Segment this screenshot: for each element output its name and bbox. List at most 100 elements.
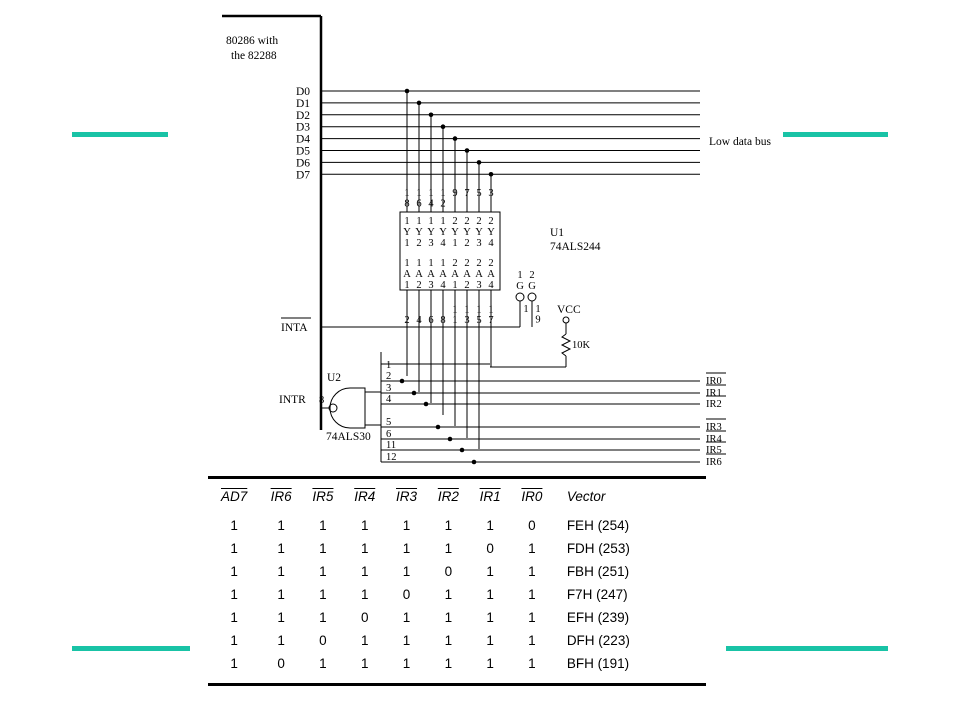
inta-label: INTA bbox=[281, 322, 308, 334]
u1-y-label: Y bbox=[415, 227, 423, 238]
u2-output-pin: 8 bbox=[319, 395, 324, 406]
u1-a-label: 4 bbox=[440, 280, 446, 291]
table-cell: 1 bbox=[230, 633, 238, 648]
intr-label: INTR bbox=[279, 394, 306, 406]
table-cell: 1 bbox=[277, 610, 285, 625]
u1-a-label: 1 bbox=[416, 258, 421, 269]
table-cell: 1 bbox=[230, 518, 238, 533]
table-cell: EFH (239) bbox=[566, 610, 630, 625]
u1-a-label: 2 bbox=[416, 280, 421, 291]
table-cell: 1 bbox=[360, 587, 369, 602]
table-cell: 1 bbox=[402, 610, 411, 625]
u1-g-pin: 9 bbox=[535, 315, 540, 326]
u1-a-label: 1 bbox=[404, 280, 409, 291]
table-cell: 1 bbox=[277, 564, 285, 579]
resistor-label: 10K bbox=[572, 340, 591, 351]
u1-y-label: 3 bbox=[428, 238, 433, 249]
u1-a-label: 1 bbox=[440, 258, 445, 269]
u1-pin-number: 6 bbox=[416, 199, 421, 210]
ir-label-ir1: IR1 bbox=[706, 388, 722, 399]
u1-a-label: 2 bbox=[476, 258, 481, 269]
u1-y-label: 1 bbox=[404, 216, 409, 227]
table-cell: 1 bbox=[444, 541, 453, 556]
data-line-label-d4: D4 bbox=[296, 134, 310, 146]
u1-a-label: A bbox=[475, 269, 483, 280]
table-cell: 1 bbox=[360, 518, 369, 533]
table-cell: 1 bbox=[277, 541, 285, 556]
table-cell: 1 bbox=[277, 587, 285, 602]
table-cell: 1 bbox=[230, 564, 238, 579]
table-cell: F7H (247) bbox=[566, 587, 628, 602]
u1-y-label: 2 bbox=[416, 238, 421, 249]
u1-a-label: A bbox=[487, 269, 495, 280]
table-cell: 1 bbox=[486, 610, 494, 625]
table-cell: 1 bbox=[528, 564, 536, 579]
u2-input-pin: 12 bbox=[386, 452, 397, 463]
table-cell: 1 bbox=[319, 564, 327, 579]
column-header: IR3 bbox=[396, 489, 418, 504]
u2-input-pin: 6 bbox=[386, 429, 391, 440]
u1-y-label: 1 bbox=[404, 238, 409, 249]
table-cell: 1 bbox=[319, 610, 327, 625]
accent-bar-bottom-left bbox=[72, 646, 190, 651]
u1-y-label: 1 bbox=[440, 216, 445, 227]
u2-input-pin: 3 bbox=[386, 383, 391, 394]
table-cell: 1 bbox=[230, 610, 238, 625]
u1-a-label: 1 bbox=[452, 280, 457, 291]
table-cell: 1 bbox=[486, 587, 494, 602]
u2-input-pin: 11 bbox=[386, 440, 396, 451]
u1-a-label: 2 bbox=[488, 258, 493, 269]
u1-g-pin: 1 bbox=[535, 304, 540, 315]
junction-dot bbox=[459, 447, 465, 453]
u2-input-pin: 1 bbox=[386, 360, 391, 371]
data-line-label-d7: D7 bbox=[296, 169, 310, 181]
table-cell: 1 bbox=[402, 656, 411, 671]
u1-a-label: A bbox=[415, 269, 423, 280]
table-cell: 1 bbox=[319, 541, 327, 556]
column-header: Vector bbox=[566, 489, 606, 504]
column-header: IR5 bbox=[312, 489, 334, 504]
enable-bubble bbox=[527, 292, 537, 302]
u1-g-label: G bbox=[528, 281, 536, 292]
accent-bar-top-left bbox=[72, 132, 168, 137]
u1-part: 74ALS244 bbox=[550, 241, 601, 253]
table-cell: DFH (223) bbox=[566, 633, 630, 648]
table-cell: 1 bbox=[486, 656, 494, 671]
ir-label-ir4: IR4 bbox=[706, 434, 723, 445]
u1-pin-number: 9 bbox=[452, 188, 457, 199]
table-cell: 1 bbox=[230, 541, 238, 556]
u1-y-label: 1 bbox=[416, 216, 421, 227]
table-cell: 1 bbox=[319, 656, 327, 671]
u1-pin-number: 1 bbox=[428, 188, 433, 199]
table-cell: 1 bbox=[444, 633, 453, 648]
u1-pin-number: 4 bbox=[428, 199, 434, 210]
table-cell: 1 bbox=[528, 610, 536, 625]
u1-y-label: Y bbox=[439, 227, 447, 238]
table-cell: 0 bbox=[402, 587, 411, 602]
ir-label-ir2: IR2 bbox=[706, 399, 722, 410]
u1-a-label: 1 bbox=[428, 258, 433, 269]
table-cell: 1 bbox=[402, 564, 411, 579]
u1-y-label: 2 bbox=[488, 216, 493, 227]
table-cell: 1 bbox=[230, 587, 238, 602]
u1-y-label: 2 bbox=[476, 216, 481, 227]
junction-dot bbox=[416, 100, 422, 106]
table-cell: 1 bbox=[444, 610, 453, 625]
table-cell: 1 bbox=[444, 587, 453, 602]
table-cell: 1 bbox=[230, 656, 238, 671]
junction-dot bbox=[471, 459, 477, 465]
junction-dot bbox=[423, 401, 429, 407]
junction-dot bbox=[435, 424, 441, 430]
u1-y-label: 3 bbox=[476, 238, 481, 249]
u1-pin-number: 8 bbox=[404, 199, 409, 210]
vcc-label: VCC bbox=[557, 304, 581, 316]
table-cell: 0 bbox=[486, 541, 494, 556]
